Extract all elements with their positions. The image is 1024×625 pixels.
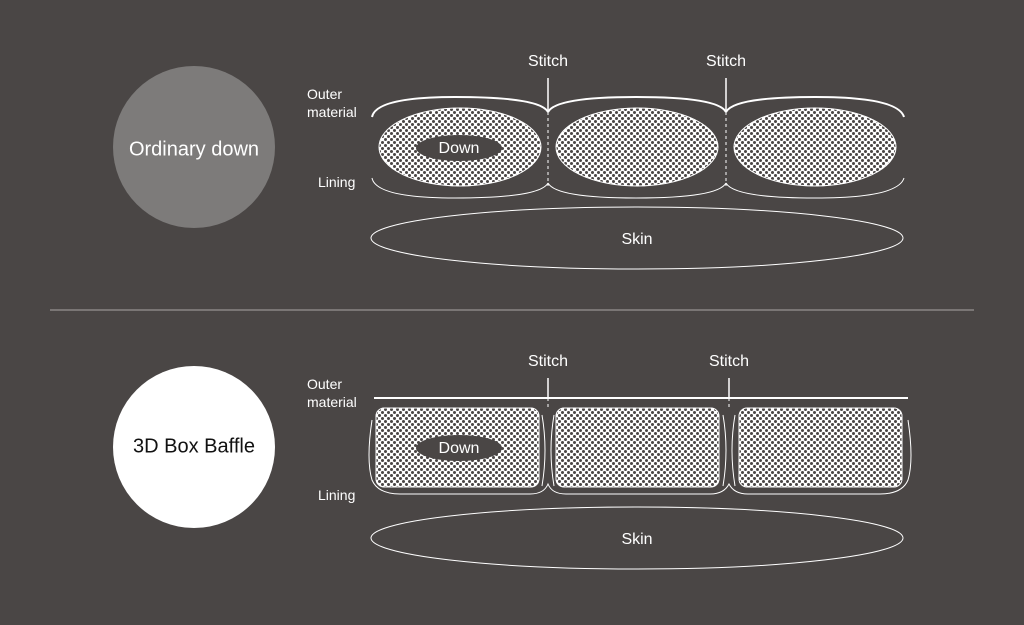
outer-material-label-line2: material [307, 394, 357, 410]
down-chamber [733, 107, 897, 187]
stitch-label: Stitch [706, 53, 746, 70]
lining-arcs [371, 177, 905, 199]
stitch-label: Stitch [528, 353, 568, 370]
skin-ellipse [370, 506, 904, 570]
down-chamber [555, 407, 720, 488]
stitch-label: Stitch [709, 353, 749, 370]
lining-walls [368, 414, 912, 495]
outer-material-label-line2: material [307, 104, 357, 120]
down-label-pill [416, 135, 502, 161]
outer-material-label: Outer [307, 376, 342, 392]
box-baffle-title: 3D Box Baffle [133, 435, 255, 457]
down-chamber [555, 107, 719, 187]
box-baffle-circle [113, 366, 275, 528]
skin-label: Skin [621, 231, 652, 248]
stitch-label: Stitch [528, 53, 568, 70]
outer-material-arcs [371, 95, 905, 118]
down-label: Down [439, 440, 480, 457]
lining-label: Lining [318, 174, 355, 190]
outer-material-label: Outer [307, 86, 342, 102]
down-chamber [738, 407, 903, 488]
box-baffle-section: 3D Box Baffle Outer material Lining Stit… [113, 353, 912, 570]
skin-label: Skin [621, 531, 652, 548]
down-label: Down [439, 140, 480, 157]
down-label-pill [416, 435, 502, 461]
ordinary-down-section: Ordinary down Outer material Lining Stit… [113, 53, 905, 270]
skin-ellipse [370, 206, 904, 270]
ordinary-down-circle [113, 66, 275, 228]
lining-label: Lining [318, 487, 355, 503]
ordinary-down-title: Ordinary down [129, 138, 259, 160]
